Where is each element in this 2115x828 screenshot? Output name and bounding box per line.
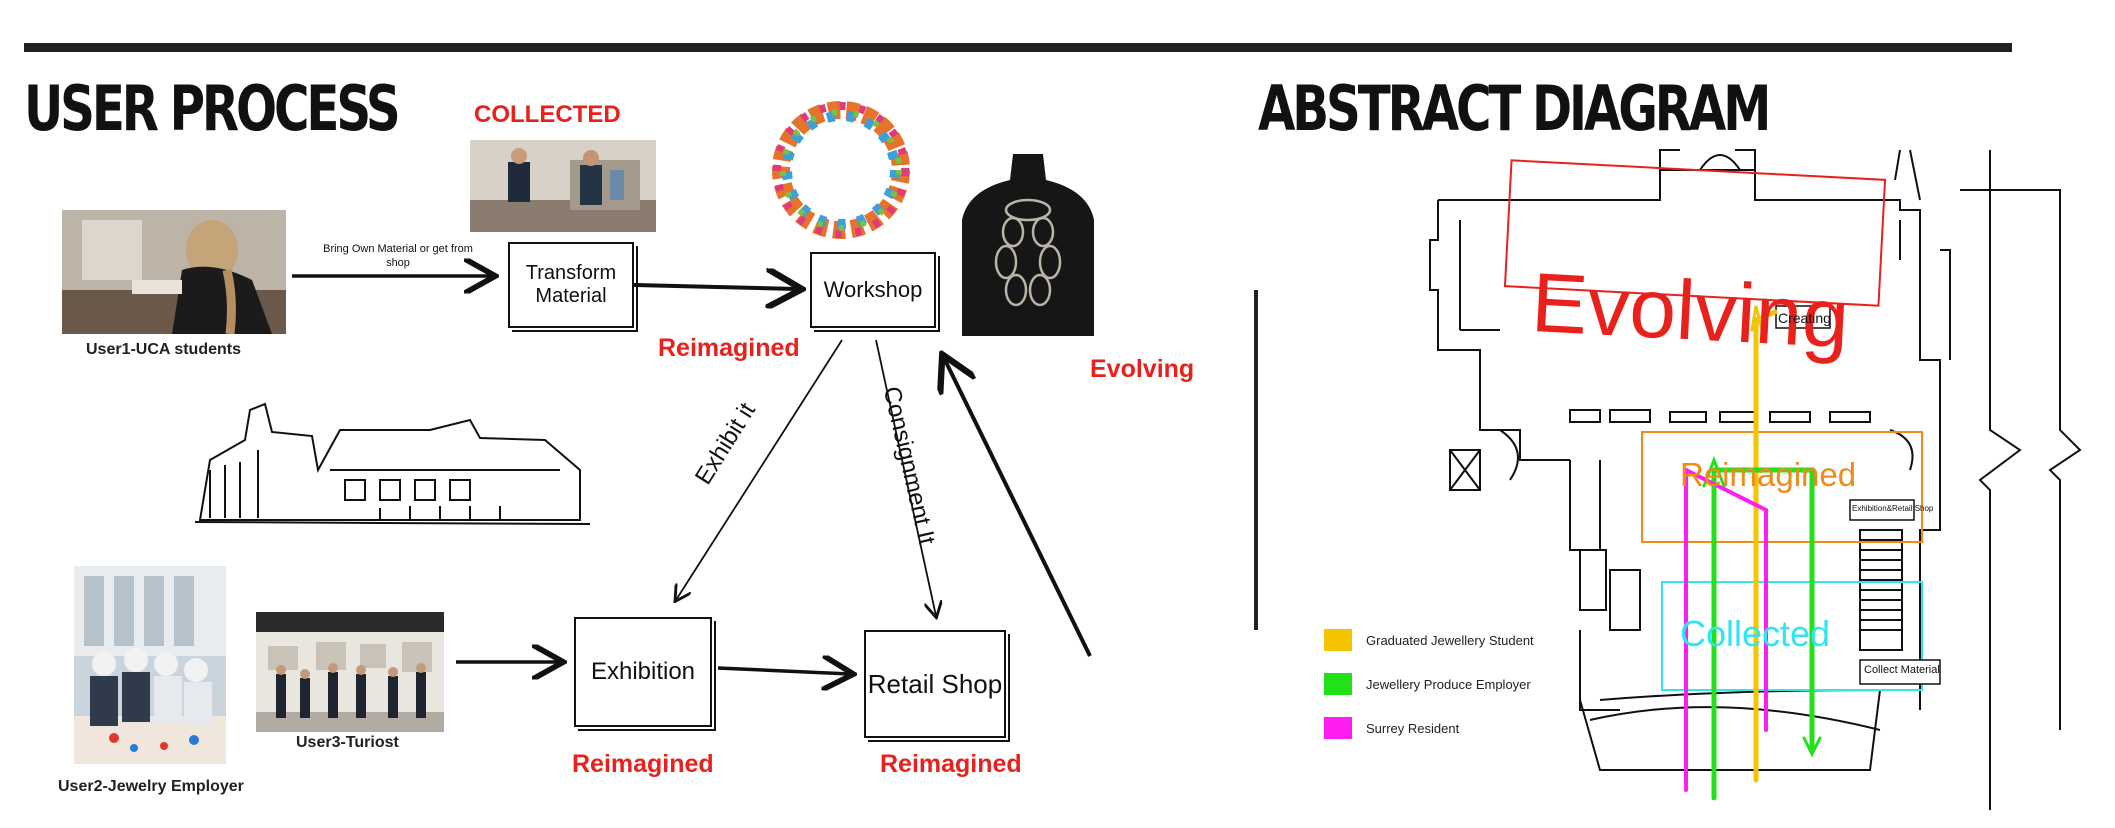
transform-material-label: Transform Material xyxy=(525,262,617,307)
route-graduated-student xyxy=(1753,309,1778,783)
collected-zone-label: Collected xyxy=(1680,613,1831,654)
abstract-diagram-title: ABSTRACT DIAGRAM xyxy=(1258,72,1771,145)
arrow-exhibition-to-retail xyxy=(717,668,850,674)
reimagined-exhibition-label: Reimagined xyxy=(572,750,714,778)
legend-swatch-yellow xyxy=(1324,629,1352,651)
collected-label: COLLECTED xyxy=(474,101,621,128)
reimagined-retail-label: Reimagined xyxy=(880,750,1022,778)
reimagined-zone-frame xyxy=(1641,431,1923,543)
legend-item: Jewellery Produce Employer xyxy=(1324,662,1624,706)
workshop-node: Workshop xyxy=(810,252,936,328)
transform-material-node: Transform Material xyxy=(508,242,634,328)
legend-swatch-magenta xyxy=(1324,717,1352,739)
workshop-label: Workshop xyxy=(823,277,923,302)
bring-material-label: Bring Own Material or get from shop xyxy=(323,243,473,269)
retail-shop-label: Retail Shop xyxy=(867,668,1003,699)
arrow-transform-to-workshop xyxy=(633,285,798,289)
user1-caption: User1-UCA students xyxy=(86,341,241,358)
legend-label: Jewellery Produce Employer xyxy=(1366,676,1531,692)
evolving-label: Evolving xyxy=(1090,355,1195,383)
route-legend: Graduated Jewellery Student Jewellery Pr… xyxy=(1324,618,1624,750)
user2-caption: User2-Jewelry Employer xyxy=(58,778,244,795)
floor-plan xyxy=(1429,149,2082,810)
retail-shop-node: Retail Shop xyxy=(864,630,1006,738)
user1-photo xyxy=(62,210,286,334)
legend-item: Surrey Resident xyxy=(1324,706,1624,750)
collect-material-box xyxy=(1859,659,1941,685)
creating-label: Creating xyxy=(1778,310,1831,326)
collected-photo xyxy=(470,140,656,232)
building-sketch-icon xyxy=(194,402,591,525)
exhibition-label: Exhibition xyxy=(590,658,696,685)
arrow-workshop-to-exhibition xyxy=(676,339,843,600)
creating-box xyxy=(1775,305,1831,329)
collected-zone-frame xyxy=(1661,581,1923,691)
colorful-necklace-image xyxy=(772,96,910,244)
route-produce-employer xyxy=(1711,467,1815,801)
exhibition-node: Exhibition xyxy=(574,617,712,727)
legend-label: Graduated Jewellery Student xyxy=(1366,632,1534,648)
arrow-workshop-to-retail xyxy=(875,339,936,616)
evolving-zone-frame xyxy=(1503,159,1887,307)
reimagined-workshop-label: Reimagined xyxy=(658,334,800,362)
user3-photo xyxy=(256,612,444,732)
process-arrows xyxy=(194,0,1092,828)
user2-photo xyxy=(74,566,226,764)
user3-caption: User3-Turiost xyxy=(296,734,399,751)
reimagined-zone-label: Reimagined xyxy=(1680,456,1857,493)
exhibition-retail-box xyxy=(1849,499,1915,521)
legend-swatch-green xyxy=(1324,673,1352,695)
diagram-left-divider xyxy=(1254,290,1258,630)
exhibition-retail-label: Exhibition&Retail Shop xyxy=(1852,504,1934,513)
route-surrey-resident xyxy=(1684,466,1768,792)
top-divider-rule xyxy=(24,43,2012,52)
collect-material-label: Collect Material xyxy=(1864,664,1940,676)
legend-label: Surrey Resident xyxy=(1366,720,1460,736)
arrow-retail-back-to-workshop xyxy=(944,358,1092,657)
mannequin-necklace-image xyxy=(958,150,1098,336)
legend-item: Graduated Jewellery Student xyxy=(1324,618,1624,662)
user-process-title: USER PROCESS xyxy=(24,72,401,145)
